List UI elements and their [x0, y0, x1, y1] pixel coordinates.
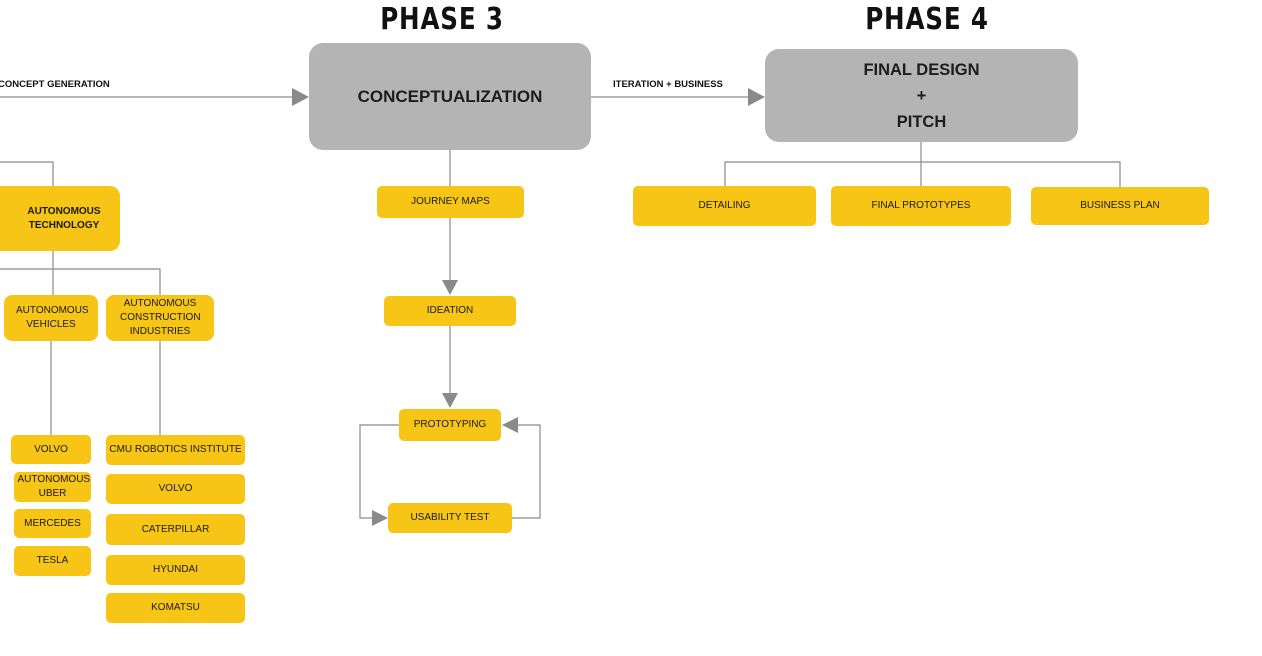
- autonomous-construction-node: AUTONOMOUS CONSTRUCTION INDUSTRIES: [106, 295, 214, 341]
- construction-item-label: CMU ROBOTICS INSTITUTE: [109, 444, 242, 455]
- concept-arrowhead: [292, 88, 309, 106]
- usability-to-proto-line: [512, 424, 541, 519]
- journey-maps-node: JOURNEY MAPS: [377, 186, 524, 218]
- construction-item: CMU ROBOTICS INSTITUTE: [106, 435, 245, 465]
- construction-item-label: VOLVO: [158, 483, 193, 494]
- vehicle-item: VOLVO: [11, 435, 91, 464]
- autonomous-technology-label: AUTONOMOUS TECHNOLOGY: [27, 205, 101, 231]
- final-design-line2: +: [916, 86, 927, 105]
- ideation-label: IDEATION: [426, 305, 474, 316]
- phase4-branch-line: [724, 161, 1121, 187]
- conceptualization-node: CONCEPTUALIZATION: [309, 43, 591, 150]
- construction-item: HYUNDAI: [106, 555, 245, 585]
- autonomous-vehicles-node: AUTONOMOUS VEHICLES: [4, 295, 98, 341]
- detailing-node: DETAILING: [633, 186, 816, 226]
- final-prototypes-node: FINAL PROTOTYPES: [831, 186, 1011, 226]
- phase-3-heading: PHASE 3: [380, 2, 504, 37]
- construction-item-label: HYUNDAI: [152, 564, 198, 575]
- conceptualization-label: CONCEPTUALIZATION: [357, 86, 543, 106]
- business-plan-node: BUSINESS PLAN: [1031, 187, 1209, 225]
- prototyping-node: PROTOTYPING: [399, 409, 501, 441]
- vehicle-item-label: MERCEDES: [24, 517, 81, 529]
- final-design-node: FINAL DESIGN + PITCH: [765, 49, 1078, 142]
- usability-arrowhead: [372, 510, 388, 526]
- construction-item: CATERPILLAR: [106, 514, 245, 545]
- construction-item-label: KOMATSU: [151, 602, 200, 613]
- construction-item: VOLVO: [106, 474, 245, 504]
- iteration-business-label: ITERATION + BUSINESS: [613, 79, 723, 90]
- vehicle-item-label: TESLA: [36, 555, 69, 566]
- final-design-line1: FINAL DESIGN: [863, 60, 980, 79]
- phase-4-heading: PHASE 4: [865, 2, 989, 37]
- detailing-label: DETAILING: [698, 200, 751, 211]
- loopback-arrowhead: [502, 417, 518, 433]
- tech-branch-line: [0, 268, 161, 295]
- final-prototypes-label: FINAL PROTOTYPES: [871, 200, 971, 211]
- tech-connector: [0, 161, 54, 186]
- construction-item: KOMATSU: [106, 593, 245, 623]
- usability-test-node: USABILITY TEST: [388, 503, 512, 533]
- ideation-arrowhead: [442, 280, 458, 295]
- autonomous-construction-label: AUTONOMOUS CONSTRUCTION INDUSTRIES: [120, 298, 201, 337]
- autonomous-vehicles-label: AUTONOMOUS VEHICLES: [16, 305, 89, 330]
- prototyping-arrowhead: [442, 393, 458, 408]
- concept-generation-label: CONCEPT GENERATION: [0, 79, 110, 90]
- ideation-node: IDEATION: [384, 296, 516, 326]
- vehicle-item: MERCEDES: [14, 509, 91, 538]
- vehicle-item-label: VOLVO: [34, 443, 68, 455]
- prototyping-label: PROTOTYPING: [413, 419, 487, 430]
- autonomous-technology-node: AUTONOMOUS TECHNOLOGY: [0, 186, 120, 251]
- construction-item-label: CATERPILLAR: [141, 523, 210, 535]
- business-plan-label: BUSINESS PLAN: [1080, 200, 1160, 211]
- iteration-arrowhead: [748, 88, 765, 106]
- usability-test-label: USABILITY TEST: [410, 512, 490, 523]
- vehicle-item: TESLA: [14, 546, 91, 576]
- journey-maps-label: JOURNEY MAPS: [411, 196, 490, 207]
- final-design-line3: PITCH: [896, 112, 947, 131]
- proto-to-usability-line: [359, 424, 399, 519]
- vehicle-item-label: AUTONOMOUS UBER: [17, 474, 91, 499]
- vehicle-item: AUTONOMOUS UBER: [14, 472, 91, 502]
